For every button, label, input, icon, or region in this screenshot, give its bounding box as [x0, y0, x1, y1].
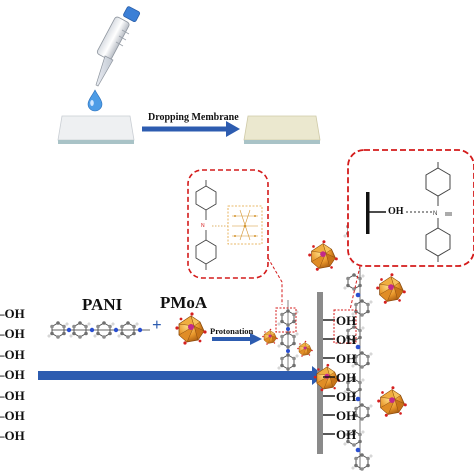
dropping-arrow-head: [226, 121, 240, 137]
zoom-callout-left: N: [187, 169, 269, 279]
right-oh-5: OH: [336, 389, 357, 404]
pipette-icon: [95, 6, 141, 87]
membrane-coated: [243, 115, 321, 144]
zoom-connector-left: [267, 257, 283, 305]
left-oh-2: –OH: [0, 326, 25, 341]
protonation-label: Protonation: [210, 326, 254, 336]
long-arrow-shaft: [38, 371, 314, 380]
pmoa-label: PMoA: [160, 293, 208, 312]
right-oh-3: OH: [336, 351, 357, 366]
svg-text:N: N: [201, 223, 205, 229]
right-oh-1: OH: [336, 313, 357, 328]
zoom-oh-label: OH: [388, 206, 404, 217]
left-oh-7: –OH: [0, 428, 25, 443]
left-oh-1: –OH: [0, 306, 25, 321]
right-oh-2: OH: [336, 332, 357, 347]
left-oh-3: –OH: [0, 347, 25, 362]
left-oh-4: –OH: [0, 367, 25, 382]
protonated-complex: [261, 300, 314, 378]
membrane-blank: [57, 115, 135, 144]
hydrogen-bonds: [352, 319, 356, 435]
right-oh-4: OH: [336, 370, 357, 385]
plus-sign: +: [152, 315, 162, 334]
right-oh-7: OH: [336, 427, 357, 442]
pani-label: PANI: [82, 295, 123, 314]
highlight-box-oh: [333, 309, 357, 344]
zoom-connector-right: [349, 265, 361, 311]
wall-oh-stubs: [323, 319, 335, 435]
right-oh-6: OH: [336, 408, 357, 423]
dropping-membrane-label: Dropping Membrane: [148, 112, 239, 123]
pani-chain-icon: [47, 320, 150, 340]
protonation-arrow-head: [250, 333, 262, 345]
left-oh-5: –OH: [0, 388, 25, 403]
svg-text:N: N: [433, 211, 437, 217]
zoom-callout-right: N: [347, 149, 474, 267]
left-oh-6: –OH: [0, 408, 25, 423]
pmoa-cluster-icon: [174, 311, 208, 346]
droplet-icon: [87, 89, 103, 112]
